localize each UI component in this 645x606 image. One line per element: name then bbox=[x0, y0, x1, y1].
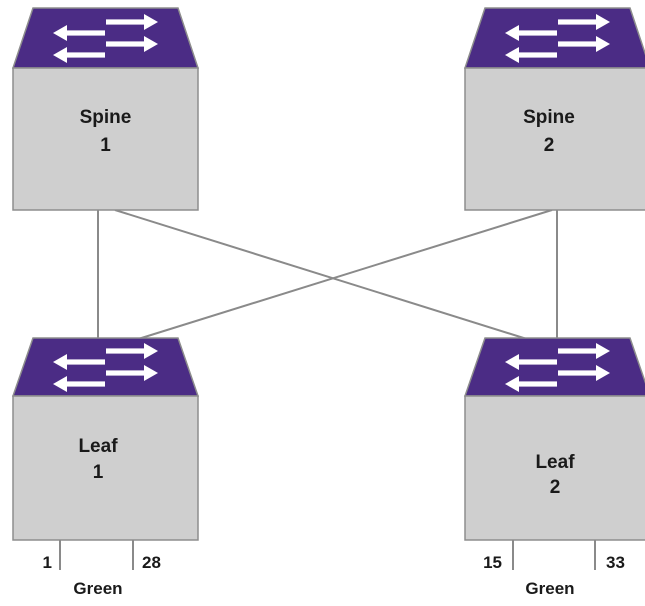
switch-spine-2[interactable]: Spine 2 bbox=[463, 7, 645, 211]
switch-label-name: Spine bbox=[523, 107, 575, 128]
switch-icon bbox=[463, 7, 645, 211]
port-number-label: 1 bbox=[43, 553, 52, 572]
port-number-label: 15 bbox=[483, 553, 502, 572]
switch-icon bbox=[463, 337, 645, 541]
link-spine1-leaf2 bbox=[114, 209, 531, 341]
switch-icon bbox=[11, 337, 200, 541]
switch-spine-1[interactable]: Spine 1 bbox=[11, 7, 200, 211]
switch-label-name: Spine bbox=[80, 107, 132, 128]
leaf-2-ports: 15 33 Green bbox=[483, 540, 625, 598]
port-number-label: 33 bbox=[606, 553, 625, 572]
port-number-label: 28 bbox=[142, 553, 161, 572]
link-spine2-leaf1 bbox=[134, 209, 553, 341]
links bbox=[97, 209, 558, 341]
leaf-1-ports: 1 28 Green bbox=[43, 540, 161, 598]
switch-leaf-1[interactable]: Leaf 1 bbox=[11, 337, 200, 541]
vlan-label: Green bbox=[73, 579, 122, 598]
switch-label-number: 1 bbox=[100, 135, 111, 156]
switch-icon bbox=[11, 7, 200, 211]
switch-label-name: Leaf bbox=[78, 436, 118, 457]
switch-label-number: 1 bbox=[93, 462, 104, 483]
switch-label-name: Leaf bbox=[535, 452, 575, 473]
switch-leaf-2[interactable]: Leaf 2 bbox=[463, 337, 645, 541]
switch-label-number: 2 bbox=[550, 477, 561, 498]
switch-label-number: 2 bbox=[544, 135, 555, 156]
vlan-label: Green bbox=[525, 579, 574, 598]
